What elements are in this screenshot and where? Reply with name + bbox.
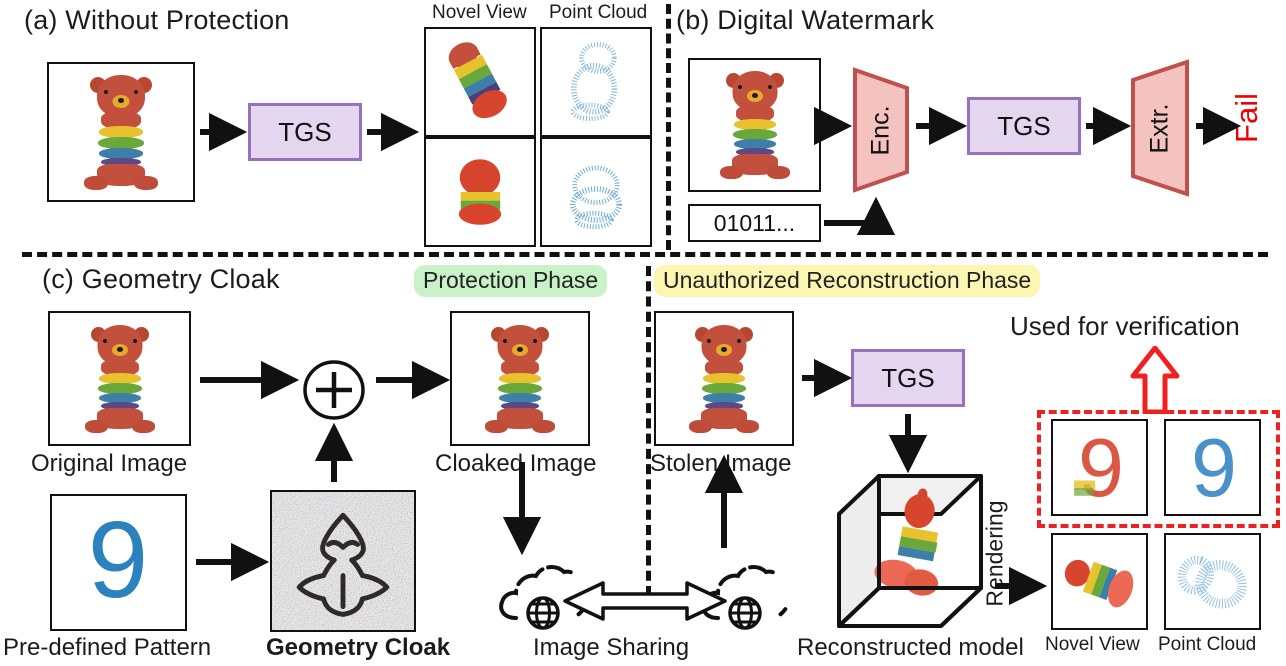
panel-c-title: (c) Geometry Cloak xyxy=(42,264,280,294)
panel-a-title: (a) Without Protection xyxy=(24,5,290,35)
panel-a-novel-view-top xyxy=(424,27,536,137)
panel-b-fail-result: Fail xyxy=(1228,93,1264,143)
reconstructed-model-box xyxy=(835,470,985,630)
panel-b-tgs-box: TGS xyxy=(967,97,1081,155)
rendering-label: Rendering xyxy=(981,500,1008,607)
extractor-shape xyxy=(1131,59,1189,197)
verification-novel-view-thumb: 9 xyxy=(1051,419,1148,516)
panel-c-novel-view-caption: Novel View xyxy=(1045,634,1140,655)
panel-b-title: (b) Digital Watermark xyxy=(676,5,935,35)
panel-a-novel-view-header: Novel View xyxy=(432,2,527,23)
novel-view-render-a2 xyxy=(458,159,502,225)
panel-b-bitstring-box: 01011... xyxy=(688,204,821,242)
panel-divider-vertical-ab xyxy=(666,4,671,250)
panel-c-point-cloud-thumb xyxy=(1164,533,1261,630)
panel-c-tgs-box: TGS xyxy=(851,349,965,407)
panel-a-point-cloud-bottom xyxy=(540,137,652,247)
svg-text:9: 9 xyxy=(1078,422,1124,514)
used-for-verification-label: Used for verification xyxy=(1010,311,1240,341)
novel-view-render-c xyxy=(1064,559,1134,608)
verification-render-9-blue: 9 xyxy=(1191,422,1237,514)
bear-toy-illustration xyxy=(84,323,155,435)
panel-c-novel-view-thumb xyxy=(1051,533,1148,630)
original-image-frame xyxy=(48,311,191,446)
panel-b-encoder: Enc. xyxy=(851,66,911,194)
bear-toy-illustration xyxy=(84,73,158,191)
predefined-pattern-frame: 9 xyxy=(50,494,187,631)
pattern-digit-9: 9 xyxy=(88,500,148,621)
geometry-cloak-noise xyxy=(272,492,414,630)
stolen-image-caption: Stolen Image xyxy=(650,450,792,477)
red-hollow-up-arrow-icon xyxy=(1130,345,1180,415)
exchange-arrow-glyph xyxy=(563,581,727,621)
point-cloud-render-a2 xyxy=(569,165,623,230)
bear-toy-illustration xyxy=(689,323,759,435)
panel-a-point-cloud-top xyxy=(540,27,652,137)
cloud-globe-glyph xyxy=(499,565,590,630)
arrow-bitstring-to-encoder xyxy=(824,196,896,236)
cloaked-image-caption: Cloaked Image xyxy=(435,450,597,477)
stolen-image-frame xyxy=(654,311,794,446)
bear-toy-illustration xyxy=(719,69,790,181)
geometry-cloak-caption: Geometry Cloak xyxy=(266,634,451,661)
plus-circle-icon xyxy=(300,358,368,422)
novel-view-render-a1 xyxy=(448,42,507,119)
encoder-label: Enc. xyxy=(866,104,895,156)
plus-circle-glyph xyxy=(303,360,365,420)
protection-phase-label: Protection Phase xyxy=(414,265,608,297)
point-cloud-render-c xyxy=(1177,555,1247,609)
verification-point-cloud-thumb: 9 xyxy=(1164,419,1261,516)
verification-render-9-red: 9 xyxy=(1074,422,1124,514)
cloaked-image-frame xyxy=(450,311,590,446)
panel-divider-horizontal xyxy=(22,252,1268,257)
extractor-label: Extr. xyxy=(1145,102,1174,154)
panel-b-extractor: Extr. xyxy=(1129,58,1191,198)
unauthorized-phase-label: Unauthorized Reconstruction Phase xyxy=(654,265,1041,297)
point-cloud-render-a1 xyxy=(570,42,618,122)
panel-b-source-image xyxy=(688,58,821,192)
cloud-globe-icon-left xyxy=(496,556,592,630)
panel-a-novel-view-bottom xyxy=(424,137,536,247)
double-arrow-icon xyxy=(563,580,727,622)
panel-a-source-image xyxy=(47,62,195,202)
panel-a-tgs-box: TGS xyxy=(248,103,362,161)
svg-text:9: 9 xyxy=(88,500,148,621)
panel-a-point-cloud-header: Point Cloud xyxy=(549,2,648,23)
panel-c-point-cloud-caption: Point Cloud xyxy=(1158,634,1257,655)
encoder-shape xyxy=(853,67,909,193)
phase-divider-vertical xyxy=(646,266,651,596)
3d-box-glyph xyxy=(837,474,983,628)
verify-arrow-glyph xyxy=(1130,345,1180,415)
reconstructed-model-caption: Reconstructed model xyxy=(797,634,1024,661)
geometry-cloak-frame xyxy=(270,490,416,632)
bear-toy-illustration xyxy=(485,323,555,435)
verification-highlight-box xyxy=(1037,410,1280,528)
original-image-caption: Original Image xyxy=(31,450,188,477)
predefined-pattern-caption: Pre-defined Pattern xyxy=(3,634,212,661)
image-sharing-caption: Image Sharing xyxy=(533,634,690,661)
svg-text:9: 9 xyxy=(1191,422,1237,514)
